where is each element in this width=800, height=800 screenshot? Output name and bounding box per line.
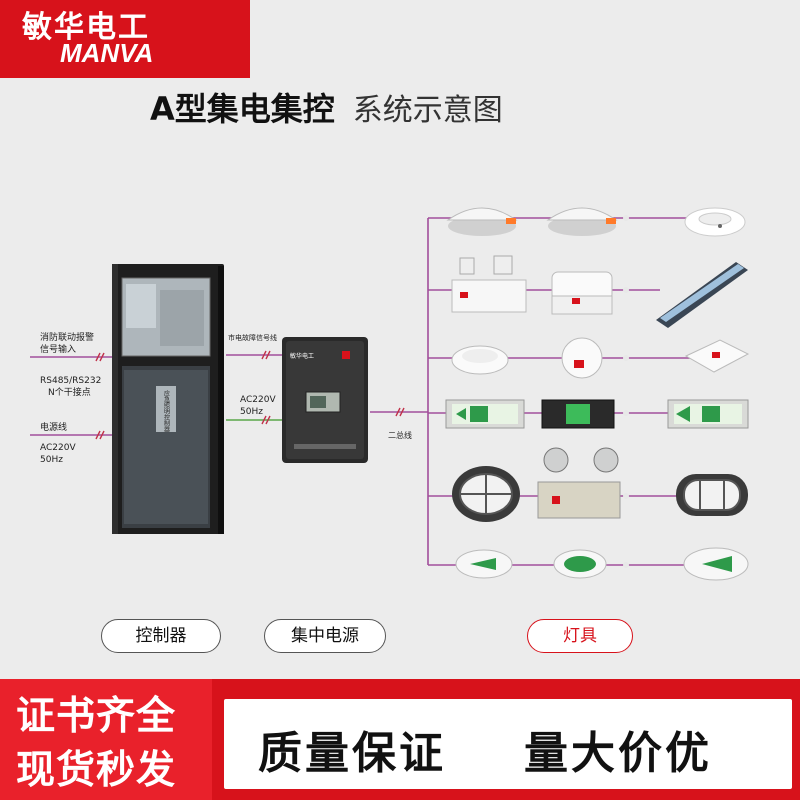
label-fire2: 信号输入	[40, 343, 76, 355]
category-lamps: 灯具	[527, 619, 633, 653]
power-supply-box: 敏华电工	[282, 337, 368, 463]
label-mains: 市电故障信号线	[228, 333, 277, 342]
lamp-bulkhead-caged-2	[676, 474, 748, 516]
bottom-banner: 证书齐全 现货秒发 质量保证 量大价优	[0, 679, 800, 800]
bottom-left-panel: 证书齐全 现货秒发	[0, 679, 212, 800]
bottom-line-2: 现货秒发	[16, 739, 176, 795]
lamp-ceiling-round	[452, 346, 508, 374]
lamp-exit-sign-3	[668, 400, 748, 428]
controller-panel-text: 应急照明控制器	[163, 389, 170, 433]
label-rs: RS485/RS232	[40, 376, 101, 386]
label-ac-2: AC220V	[240, 395, 276, 405]
lamp-round-guide-2	[554, 550, 606, 578]
lamp-downlight-2	[548, 208, 616, 236]
bottom-price: 量大价优	[524, 717, 712, 781]
lamp-linear-batten	[656, 262, 748, 328]
connection-dots	[623, 215, 629, 568]
label-hz-1: 50Hz	[40, 455, 63, 465]
label-hz-2: 50Hz	[240, 407, 263, 417]
label-power: 电源线	[40, 421, 67, 433]
ps-brand: 敏华电工	[290, 352, 314, 360]
lamp-smoke-detector	[685, 208, 745, 236]
lamp-round-guide-3	[684, 548, 748, 580]
lamp-spot-round	[562, 338, 602, 378]
controller-cabinet: 应急照明控制器	[112, 264, 224, 534]
bottom-quality: 质量保证	[258, 717, 446, 781]
lamp-round-guide-1	[456, 550, 512, 578]
lamp-downlight-1	[448, 208, 516, 236]
lamp-exit-sign-1	[446, 400, 524, 428]
lamp-square-emergency	[686, 340, 748, 372]
lamp-bulkhead-white	[552, 272, 612, 314]
bottom-right-panel: 质量保证 量大价优	[224, 699, 792, 789]
lamp-twin-head-emergency	[452, 256, 526, 312]
label-contacts: N个干接点	[48, 386, 91, 398]
label-ac-1: AC220V	[40, 443, 76, 453]
system-diagram: 应急照明控制器 敏华电工	[0, 0, 800, 680]
lamp-explosion-proof-twin	[538, 448, 620, 518]
category-controller: 控制器	[101, 619, 221, 653]
bottom-line-1: 证书齐全	[16, 685, 176, 741]
label-bus: 二总线	[388, 430, 412, 440]
lamp-exit-sign-2	[542, 400, 614, 428]
label-fire: 消防联动报警	[40, 331, 94, 343]
category-power: 集中电源	[264, 619, 386, 653]
lamp-bulkhead-caged-1	[452, 466, 520, 522]
